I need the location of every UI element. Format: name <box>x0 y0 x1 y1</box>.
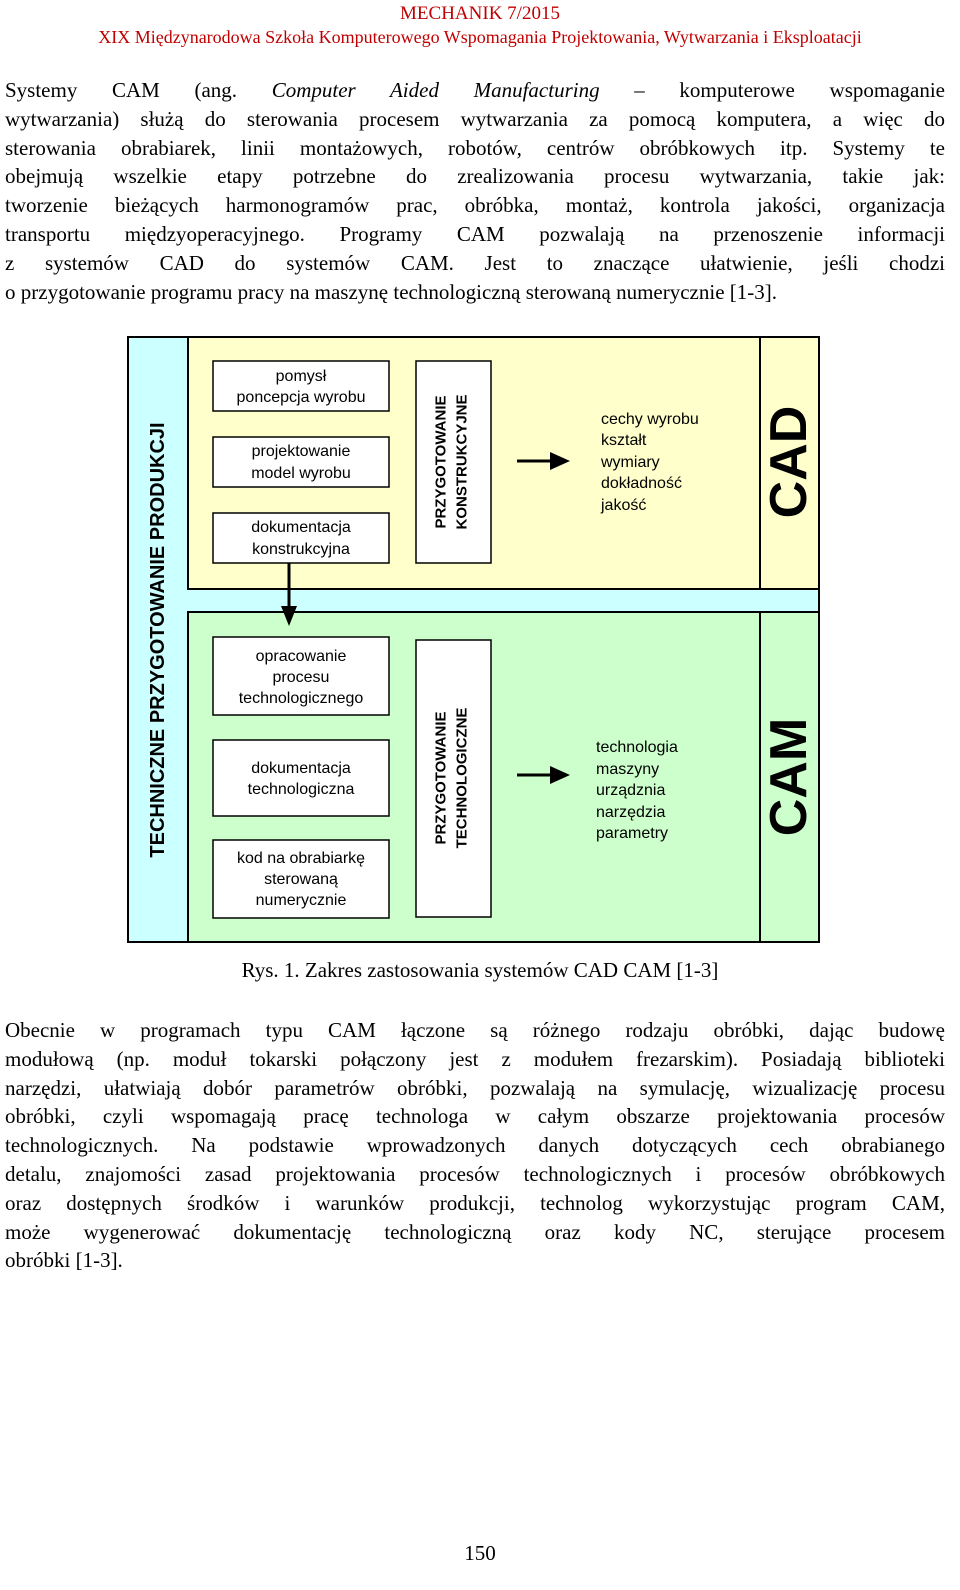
paragraph-cam: Obecnie w programach typu CAM łączone są… <box>5 1016 945 1275</box>
down-arrow-icon <box>281 563 297 626</box>
box-text: dokumentacja <box>251 519 351 536</box>
paragraph-line: obróbki, czyli wspomagają pracę technolo… <box>5 1104 945 1129</box>
paragraph-line: narzędzi, ułatwiają dobór parametrów obr… <box>5 1075 945 1100</box>
box-text: technologicznego <box>239 690 364 707</box>
figure-caption: Rys. 1. Zakres zastosowania systemów CAD… <box>241 958 719 982</box>
paragraph-line: o przygotowanie programu pracy na maszyn… <box>5 279 778 304</box>
paragraph-line: może wygenerować dokumentację technologi… <box>5 1219 945 1244</box>
box-text: dokumentacja <box>251 760 351 777</box>
box-text: numerycznie <box>256 892 347 909</box>
box-process-design: opracowanie procesu technologicznego <box>212 636 390 716</box>
phase-tech: PRZYGOTOWANIE TECHNOLOGICZNE <box>415 639 492 918</box>
paragraph-line: obróbki [1-3]. <box>5 1248 123 1273</box>
cam-features: technologia maszyny urządznia narzędzia … <box>596 739 678 842</box>
box-text: technologiczna <box>248 781 355 798</box>
box-text: sterowaną <box>264 871 338 888</box>
phase-text: PRZYGOTOWANIE <box>433 711 450 844</box>
feature-text: technologia <box>596 739 678 756</box>
feature-text: jakość <box>600 497 646 514</box>
arrow-right-icon <box>517 766 570 784</box>
paragraph-line: Obecnie w programach typu CAM łączone są… <box>5 1018 945 1042</box>
feature-text: wymiary <box>600 454 660 471</box>
paragraph-line: Systemy CAM (ang. Computer Aided Manufac… <box>5 78 945 102</box>
box-tech-docs: dokumentacja technologiczna <box>212 739 390 817</box>
box-text: kod na obrabiarkę <box>237 850 365 867</box>
cad-features: cechy wyrobu kształt wymiary dokładność … <box>600 411 699 514</box>
outer-label: TECHNICZNE PRZYGOTOWANIE PRODUKCJI <box>147 422 169 857</box>
box-concept: pomysł poncepcja wyrobu <box>212 360 390 412</box>
journal-header: MECHANIK 7/2015 <box>400 3 560 24</box>
arrow-right-icon <box>517 452 570 470</box>
box-text: konstrukcyjna <box>252 541 350 558</box>
paragraph-intro: Systemy CAM (ang. Computer Aided Manufac… <box>5 76 945 306</box>
feature-text: kształt <box>601 432 647 449</box>
feature-text: urządznia <box>596 782 665 799</box>
feature-text: narzędzia <box>596 804 665 821</box>
paragraph-line: transportu międzyoperacyjnego. Programy … <box>5 221 945 246</box>
box-text: model wyrobu <box>251 465 351 482</box>
phase-design: PRZYGOTOWANIE KONSTRUKCYJNE <box>415 360 492 564</box>
phase-text: TECHNOLOGICZNE <box>454 708 471 849</box>
paragraph-line: oraz dostępnych środków i warunków produ… <box>5 1190 945 1215</box>
paragraph-line: sterowania obrabiarek, linii montażowych… <box>5 135 945 160</box>
paragraph-line: detalu, znajomości zasad projektowania p… <box>5 1161 945 1186</box>
box-text: projektowanie <box>252 443 351 460</box>
box-text: poncepcja wyrobu <box>237 389 366 406</box>
box-nc-code: kod na obrabiarkę sterowaną numerycznie <box>212 839 390 919</box>
paragraph-line: tworzenie bieżących harmonogramów prac, … <box>5 193 945 218</box>
box-text: pomysł <box>276 368 327 385</box>
box-design-docs: dokumentacja konstrukcyjna <box>212 512 390 564</box>
paragraph-line: obejmują wszelkie etapy potrzebne do zre… <box>5 164 945 189</box>
feature-text: dokładność <box>601 475 682 492</box>
feature-text: maszyny <box>596 761 659 778</box>
phase-text: PRZYGOTOWANIE <box>433 395 450 528</box>
page-number: 150 <box>464 1541 496 1565</box>
cad-cam-diagram: TECHNICZNE PRZYGOTOWANIE PRODUKCJI pomys… <box>127 336 820 943</box>
feature-text: parametry <box>596 825 668 842</box>
box-text: opracowanie <box>256 648 347 665</box>
paragraph-line: technologicznych. Na podstawie wprowadzo… <box>5 1133 945 1158</box>
paragraph-line: wytwarzania) służą do sterowania procese… <box>5 106 945 131</box>
phase-text: KONSTRUKCYJNE <box>454 394 471 529</box>
feature-text: cechy wyrobu <box>601 411 699 428</box>
box-design-model: projektowanie model wyrobu <box>212 436 390 488</box>
paragraph-line: modułową (np. moduł tokarski połączony j… <box>5 1046 945 1071</box>
school-header: XIX Międzynarodowa Szkoła Komputerowego … <box>98 27 862 47</box>
paragraph-line: z systemów CAD do systemów CAM. Jest to … <box>5 250 945 275</box>
box-text: procesu <box>273 669 330 686</box>
cad-label: CAD <box>760 406 818 519</box>
cam-label: CAM <box>760 718 818 836</box>
